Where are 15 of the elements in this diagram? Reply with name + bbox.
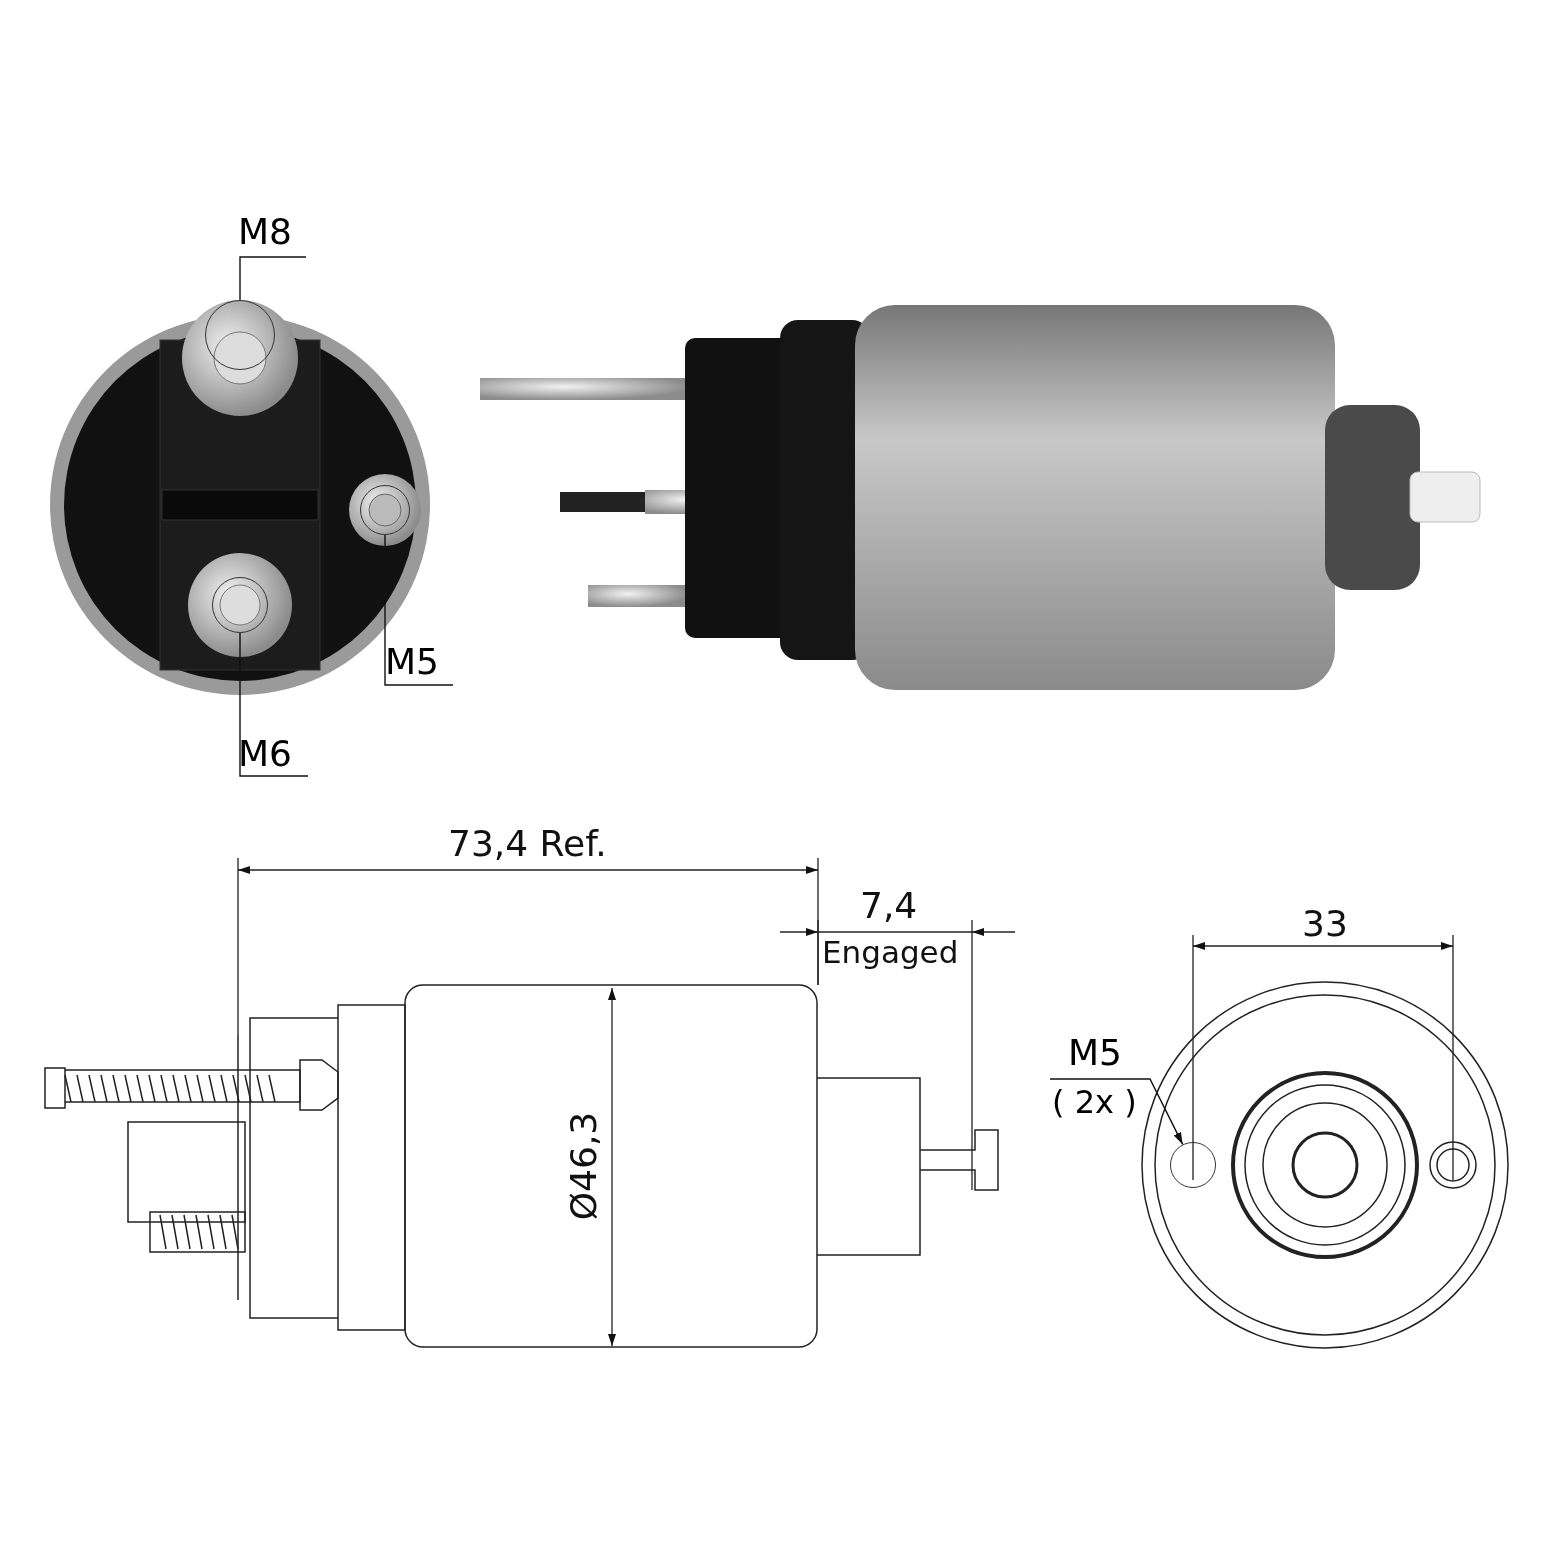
dimension-label: Ø46,3 [566, 1111, 603, 1221]
leader-line [239, 632, 309, 777]
dimension-label: 33 [1302, 906, 1348, 942]
thread-size-label: M6 [238, 732, 308, 776]
dimension-label: 7,4 [860, 888, 918, 924]
quantity-note: ( 2x ) [1052, 1086, 1137, 1118]
terminal-circle [360, 485, 410, 535]
leader-line [239, 256, 307, 301]
thread-size-label: M8 [238, 210, 306, 257]
dimension-note: Engaged [822, 937, 959, 968]
dimension-label: 73,4 Ref. [448, 826, 607, 862]
leader-line [384, 534, 454, 686]
thread-size-label: M5 [385, 640, 453, 685]
thread-size-label: M5 [1068, 1035, 1122, 1071]
leader-line [1049, 1078, 1184, 1146]
